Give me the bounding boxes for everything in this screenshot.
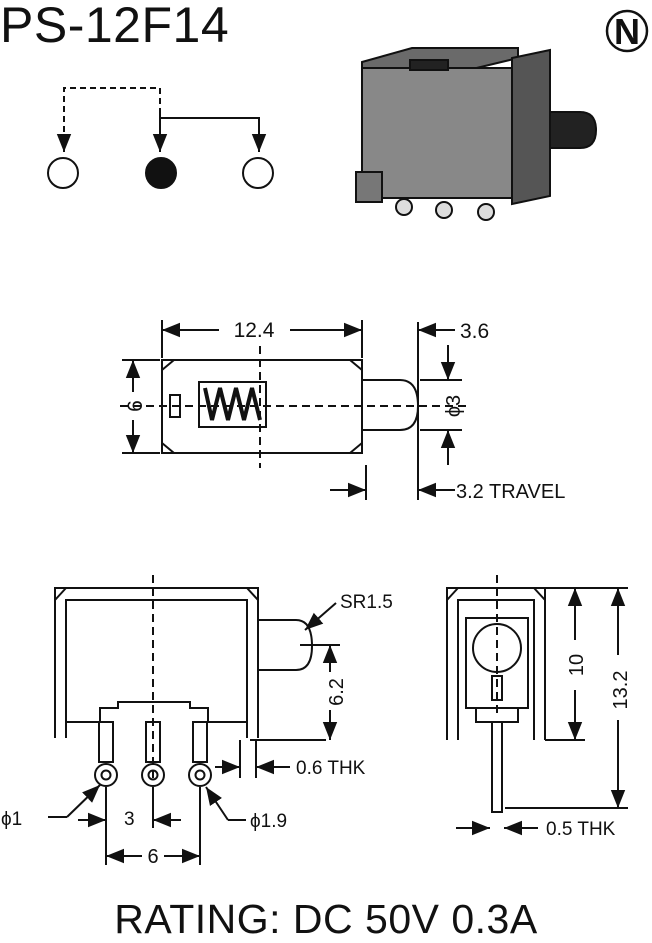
dim-actuator-offset: 6.2	[326, 678, 348, 706]
terminal-right	[242, 157, 274, 189]
dim-terminal-thickness: 0.5 THK	[546, 819, 616, 840]
dim-span: 6	[147, 846, 158, 868]
brand-logo: N	[605, 9, 649, 53]
end-view-drawing	[446, 575, 628, 836]
dim-travel: 3.2 TRAVEL	[456, 481, 565, 503]
top-view-drawing	[120, 320, 470, 500]
dim-actuator-length: 3.6	[460, 320, 489, 343]
switch-schematic	[47, 87, 274, 189]
dim-total-height: 13.2	[610, 671, 632, 710]
dim-pin-thickness: 0.6 THK	[296, 758, 366, 779]
side-view-drawing	[48, 575, 340, 865]
rating-text: RATING: DC 50V 0.3A	[114, 896, 538, 942]
dim-pin-eye: ϕ1.9	[250, 811, 287, 832]
model-title: PS-12F14	[0, 0, 230, 53]
dim-body-height: 10	[566, 654, 588, 676]
dim-height: 6	[124, 400, 147, 412]
product-photo	[355, 47, 598, 221]
dim-length: 12.4	[234, 319, 275, 342]
dim-pin-hole: ϕ1	[1, 809, 22, 830]
dim-actuator-dia: ϕ3	[443, 395, 465, 417]
spring-housing	[198, 381, 267, 428]
svg-text:N: N	[614, 11, 640, 52]
terminal-left	[47, 157, 79, 189]
dim-pitch: 3	[124, 809, 135, 830]
dim-radius: SR1.5	[340, 592, 393, 613]
terminal-common	[145, 157, 177, 189]
